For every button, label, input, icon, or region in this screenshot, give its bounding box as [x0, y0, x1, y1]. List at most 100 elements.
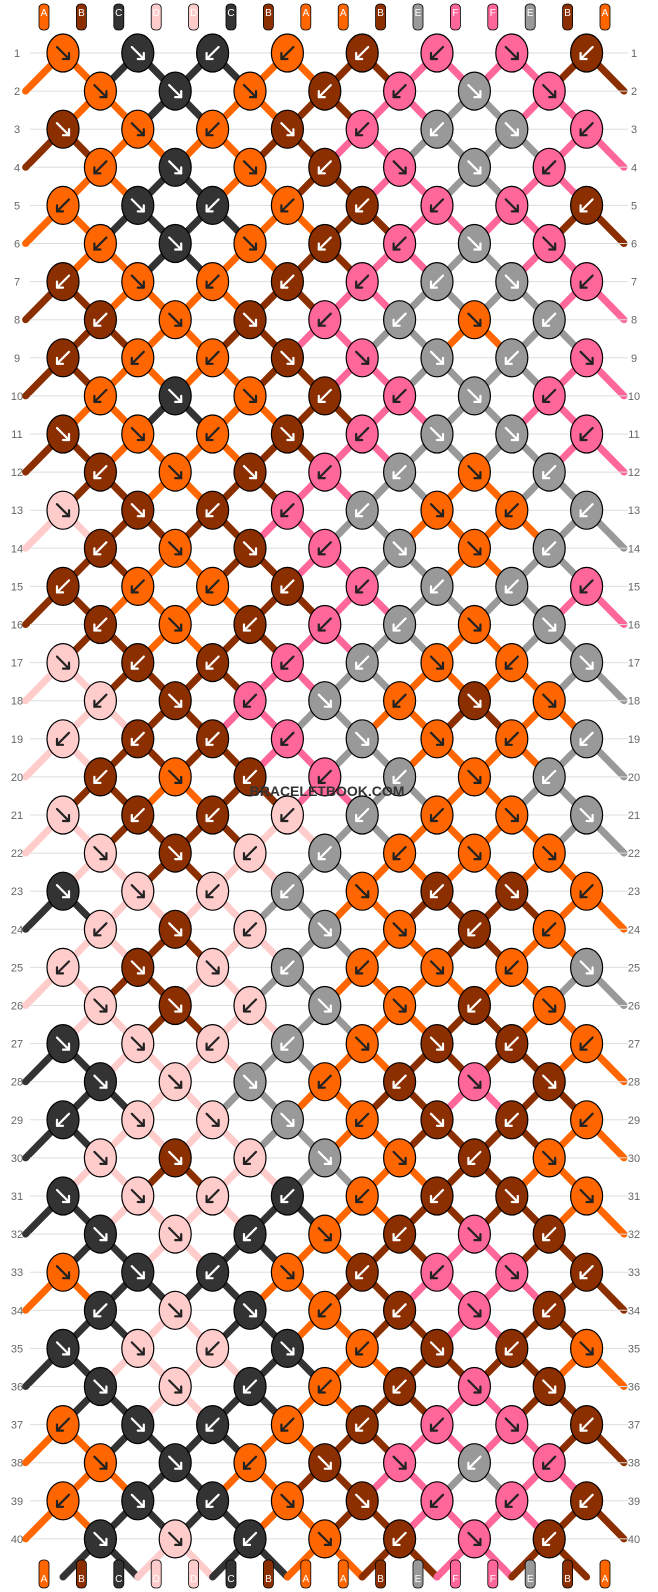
- knot[interactable]: [420, 1023, 454, 1064]
- knot[interactable]: [270, 795, 304, 835]
- knot[interactable]: [345, 1252, 379, 1292]
- knot[interactable]: [383, 452, 417, 492]
- knot[interactable]: [495, 1252, 529, 1292]
- knot[interactable]: [83, 223, 118, 264]
- knot[interactable]: [46, 1176, 80, 1216]
- knot[interactable]: [383, 757, 417, 797]
- knot[interactable]: [345, 871, 379, 911]
- knot[interactable]: [233, 452, 267, 492]
- knot[interactable]: [196, 947, 230, 988]
- knot[interactable]: [532, 604, 566, 645]
- knot[interactable]: [457, 223, 491, 264]
- knot[interactable]: [121, 33, 155, 73]
- knot[interactable]: [308, 376, 342, 416]
- knot[interactable]: [121, 185, 155, 225]
- knot[interactable]: [532, 833, 566, 873]
- knot[interactable]: [46, 109, 80, 149]
- knot[interactable]: [532, 300, 566, 340]
- knot[interactable]: [121, 1252, 155, 1292]
- knot[interactable]: [495, 795, 529, 835]
- knot[interactable]: [233, 757, 267, 797]
- knot[interactable]: [196, 795, 230, 835]
- knot[interactable]: [270, 642, 304, 683]
- knot[interactable]: [233, 604, 267, 645]
- knot[interactable]: [569, 642, 604, 683]
- knot[interactable]: [196, 414, 230, 454]
- knot[interactable]: [158, 833, 192, 873]
- knot[interactable]: [83, 909, 118, 949]
- knot[interactable]: [345, 1481, 379, 1521]
- knot[interactable]: [233, 376, 267, 416]
- knot[interactable]: [532, 1366, 566, 1407]
- knot[interactable]: [308, 147, 342, 187]
- knot[interactable]: [420, 642, 454, 683]
- knot[interactable]: [196, 109, 230, 149]
- knot[interactable]: [83, 300, 118, 340]
- knot[interactable]: [46, 490, 80, 530]
- knot[interactable]: [383, 909, 417, 949]
- knot[interactable]: [457, 300, 491, 340]
- knot[interactable]: [270, 1404, 304, 1445]
- knot[interactable]: [420, 1100, 454, 1140]
- knot[interactable]: [383, 300, 417, 340]
- knot[interactable]: [121, 1176, 155, 1216]
- knot[interactable]: [270, 1176, 304, 1216]
- knot[interactable]: [420, 1481, 454, 1521]
- knot[interactable]: [345, 642, 379, 683]
- knot[interactable]: [121, 1481, 155, 1521]
- knot[interactable]: [495, 642, 529, 683]
- knot[interactable]: [495, 947, 529, 988]
- knot[interactable]: [457, 1290, 491, 1330]
- knot[interactable]: [196, 1328, 230, 1369]
- knot[interactable]: [308, 300, 342, 340]
- knot[interactable]: [83, 147, 118, 187]
- knot[interactable]: [270, 1100, 304, 1140]
- knot[interactable]: [532, 985, 566, 1026]
- knot[interactable]: [383, 604, 417, 645]
- knot[interactable]: [383, 833, 417, 873]
- knot[interactable]: [457, 1366, 491, 1407]
- knot[interactable]: [233, 1519, 267, 1559]
- knot[interactable]: [383, 376, 417, 416]
- knot[interactable]: [532, 909, 566, 949]
- knot[interactable]: [83, 681, 118, 721]
- knot[interactable]: [345, 1404, 379, 1445]
- knot[interactable]: [233, 1138, 267, 1178]
- knot[interactable]: [83, 833, 118, 873]
- knot[interactable]: [420, 795, 454, 835]
- knot[interactable]: [233, 300, 267, 340]
- knot[interactable]: [121, 109, 155, 149]
- knot[interactable]: [270, 1023, 304, 1064]
- knot[interactable]: [569, 1481, 604, 1521]
- knot[interactable]: [532, 1519, 566, 1559]
- knot[interactable]: [532, 223, 566, 264]
- knot[interactable]: [270, 490, 304, 530]
- knot[interactable]: [46, 719, 80, 759]
- knot[interactable]: [308, 1519, 342, 1559]
- knot[interactable]: [270, 109, 304, 149]
- knot[interactable]: [383, 1443, 417, 1483]
- knot[interactable]: [308, 604, 342, 645]
- knot[interactable]: [46, 1252, 80, 1292]
- knot[interactable]: [532, 452, 566, 492]
- knot[interactable]: [196, 1404, 230, 1445]
- knot[interactable]: [495, 719, 529, 759]
- knot[interactable]: [345, 262, 379, 302]
- knot[interactable]: [569, 414, 604, 454]
- knot[interactable]: [569, 947, 604, 988]
- knot[interactable]: [158, 604, 192, 645]
- knot[interactable]: [121, 1023, 155, 1064]
- knot[interactable]: [196, 490, 230, 530]
- knot[interactable]: [495, 185, 529, 225]
- knot[interactable]: [233, 833, 267, 873]
- knot[interactable]: [383, 147, 417, 187]
- knot[interactable]: [532, 376, 566, 416]
- knot[interactable]: [46, 338, 80, 378]
- knot[interactable]: [233, 147, 267, 187]
- knot[interactable]: [495, 871, 529, 911]
- knot[interactable]: [532, 528, 566, 568]
- knot[interactable]: [46, 262, 80, 302]
- knot[interactable]: [308, 452, 342, 492]
- knot[interactable]: [569, 871, 604, 911]
- knot[interactable]: [345, 947, 379, 988]
